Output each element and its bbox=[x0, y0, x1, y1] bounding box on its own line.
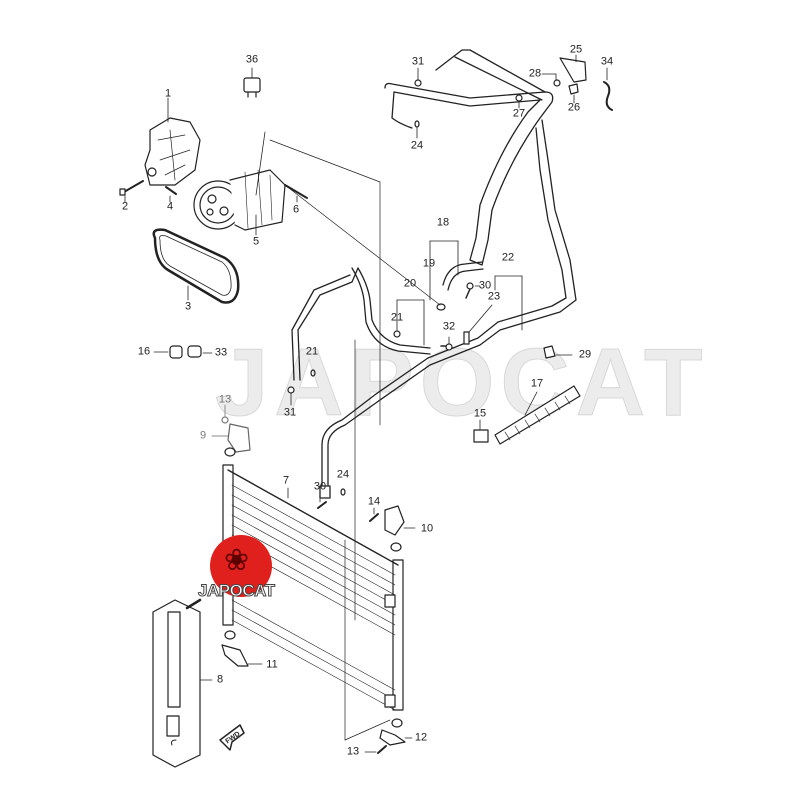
oring-part-24-top[interactable] bbox=[414, 120, 420, 139]
logo-red-circle bbox=[210, 535, 272, 597]
callout-30-upper[interactable]: 30 bbox=[478, 279, 492, 292]
relay-part-36[interactable] bbox=[243, 67, 261, 98]
bracket-part-10[interactable] bbox=[384, 505, 416, 536]
callout-4[interactable]: 4 bbox=[166, 200, 174, 213]
callout-11[interactable]: 11 bbox=[266, 658, 278, 671]
bracket-part-12[interactable] bbox=[379, 729, 413, 746]
receiver-drier-part-8[interactable] bbox=[152, 598, 213, 768]
bracket-part-11[interactable] bbox=[221, 630, 263, 667]
logo-text: JAPOCAT bbox=[197, 581, 275, 601]
callout-21-upper[interactable]: 21 bbox=[390, 311, 404, 324]
callout-31-lower[interactable]: 31 bbox=[283, 406, 297, 419]
callout-13-upper[interactable]: 13 bbox=[218, 393, 232, 406]
bolt-part-32[interactable] bbox=[440, 336, 453, 351]
drain-hose-part-17[interactable] bbox=[494, 385, 581, 445]
bolt-part-13-lower[interactable] bbox=[364, 745, 387, 754]
cap-part-33[interactable] bbox=[187, 345, 213, 358]
callout-17[interactable]: 17 bbox=[530, 377, 544, 390]
pipe-part-22[interactable] bbox=[494, 275, 523, 331]
callout-33[interactable]: 33 bbox=[214, 346, 228, 359]
reference-lines bbox=[269, 139, 441, 741]
oring-part-19[interactable] bbox=[436, 303, 446, 311]
callout-21-lower[interactable]: 21 bbox=[305, 345, 319, 358]
mount-part-top[interactable] bbox=[224, 447, 236, 457]
suction-pipe-part-18[interactable] bbox=[429, 240, 484, 301]
liquid-pipe[interactable] bbox=[319, 357, 431, 499]
connector-part-15[interactable] bbox=[473, 419, 489, 443]
callout-18[interactable]: 18 bbox=[436, 216, 450, 229]
callout-24-upper[interactable]: 24 bbox=[410, 139, 424, 152]
bolt-part-2[interactable] bbox=[119, 180, 144, 203]
callout-9[interactable]: 9 bbox=[199, 429, 207, 442]
callout-30-lower[interactable]: 30 bbox=[313, 480, 327, 493]
bolt-part-27[interactable] bbox=[515, 94, 523, 109]
callout-3[interactable]: 3 bbox=[184, 300, 192, 313]
oring-part-21-upper[interactable] bbox=[393, 330, 401, 338]
callout-27[interactable]: 27 bbox=[512, 107, 526, 120]
callout-16[interactable]: 16 bbox=[137, 345, 151, 358]
bolt-part-4[interactable] bbox=[165, 186, 177, 203]
compressor-part-5[interactable] bbox=[193, 131, 286, 236]
pressure-switch-part-23[interactable] bbox=[463, 304, 493, 345]
callout-10[interactable]: 10 bbox=[420, 522, 434, 535]
bolt-part-31-lower[interactable] bbox=[287, 386, 295, 406]
callout-25[interactable]: 25 bbox=[569, 43, 583, 56]
clamp-part-34[interactable] bbox=[603, 67, 613, 111]
callout-19[interactable]: 19 bbox=[422, 257, 436, 270]
oring-part-24-lower[interactable] bbox=[340, 488, 346, 496]
bracket-part-25[interactable] bbox=[559, 54, 587, 83]
callout-12[interactable]: 12 bbox=[414, 731, 428, 744]
callout-7[interactable]: 7 bbox=[282, 474, 290, 487]
clip-part-29[interactable] bbox=[543, 345, 573, 359]
bolt-part-30-upper[interactable] bbox=[465, 282, 481, 299]
bolt-part-14[interactable] bbox=[369, 507, 379, 522]
logo-emblem-icon: ❀ bbox=[224, 544, 250, 577]
bolt-part-6[interactable] bbox=[284, 184, 308, 203]
callout-8[interactable]: 8 bbox=[216, 673, 224, 686]
bolt-part-13-upper[interactable] bbox=[221, 404, 229, 424]
bracket-part-9[interactable] bbox=[211, 423, 251, 453]
callout-1[interactable]: 1 bbox=[164, 87, 172, 100]
compressor-bracket-part-1[interactable] bbox=[144, 97, 201, 186]
clip-part-26[interactable] bbox=[568, 83, 579, 104]
drive-belt-part-3[interactable] bbox=[152, 228, 240, 304]
callout-23[interactable]: 23 bbox=[487, 290, 501, 303]
callout-26[interactable]: 26 bbox=[567, 101, 581, 114]
callout-6[interactable]: 6 bbox=[292, 203, 300, 216]
callout-31-upper[interactable]: 31 bbox=[411, 55, 425, 68]
callout-29[interactable]: 29 bbox=[578, 348, 592, 361]
callout-28[interactable]: 28 bbox=[528, 67, 542, 80]
callout-13-lower[interactable]: 13 bbox=[346, 745, 360, 758]
callout-15[interactable]: 15 bbox=[473, 407, 487, 420]
watermark-text: JAPOCAT bbox=[215, 329, 709, 436]
callout-22[interactable]: 22 bbox=[501, 251, 515, 264]
nut-part-28[interactable] bbox=[541, 73, 561, 87]
japocat-logo: ❀ JAPOCAT bbox=[197, 535, 288, 605]
callout-32[interactable]: 32 bbox=[442, 320, 456, 333]
discharge-hose-assembly[interactable] bbox=[384, 49, 577, 366]
callout-36[interactable]: 36 bbox=[245, 53, 259, 66]
cap-part-16[interactable] bbox=[153, 345, 183, 359]
forward-arrow-icon bbox=[219, 724, 245, 751]
callout-34[interactable]: 34 bbox=[600, 55, 614, 68]
callout-2[interactable]: 2 bbox=[121, 200, 129, 213]
bolt-part-31-top[interactable] bbox=[414, 67, 422, 87]
pipe-part-20[interactable] bbox=[291, 267, 431, 381]
callout-24-lower[interactable]: 24 bbox=[336, 468, 350, 481]
oring-part-21-lower[interactable] bbox=[310, 369, 316, 377]
mount-part-right-top[interactable] bbox=[390, 542, 402, 552]
bolt-part-30-lower[interactable] bbox=[317, 493, 327, 509]
callout-14[interactable]: 14 bbox=[367, 495, 381, 508]
mount-part-right-bottom[interactable] bbox=[391, 718, 403, 728]
callout-5[interactable]: 5 bbox=[252, 235, 260, 248]
callout-20[interactable]: 20 bbox=[403, 277, 417, 290]
